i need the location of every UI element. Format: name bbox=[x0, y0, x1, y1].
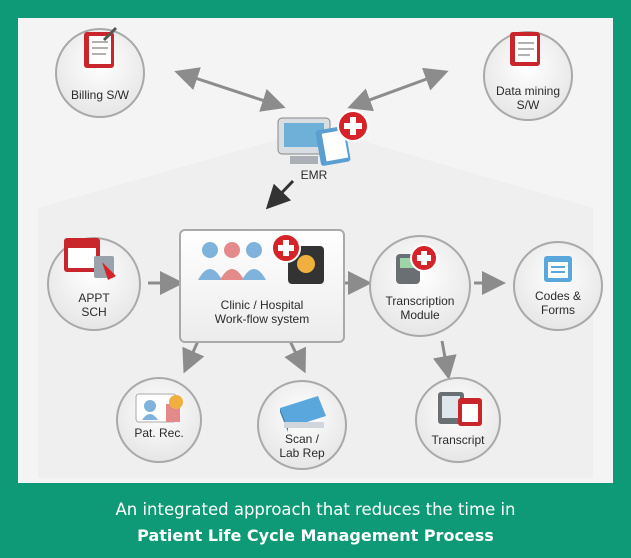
label-transcription-1: Transcription bbox=[385, 294, 455, 308]
caption-line-1: An integrated approach that reduces the … bbox=[115, 500, 516, 519]
forms-icon bbox=[544, 256, 572, 282]
label-appt-1: APPT bbox=[78, 291, 110, 305]
patient-record-icon bbox=[135, 393, 183, 423]
notebook-icon bbox=[84, 26, 118, 68]
computer-medical-icon bbox=[277, 110, 369, 166]
node-transcription bbox=[369, 235, 471, 337]
label-scan-2: Lab Rep bbox=[279, 446, 325, 460]
label-transcript: Transcript bbox=[431, 433, 485, 447]
diagram-canvas bbox=[38, 26, 603, 478]
label-transcription-2: Module bbox=[400, 308, 440, 322]
calendar-icon bbox=[64, 238, 116, 280]
label-datamining-2: S/W bbox=[516, 98, 540, 112]
people-medical-icon bbox=[198, 233, 324, 284]
arrow-clinic-scan bbox=[284, 340, 307, 374]
caption-line-2: Patient Life Cycle Management Process bbox=[137, 526, 494, 545]
label-patrec: Pat. Rec. bbox=[134, 426, 184, 440]
label-codes-1: Codes & bbox=[534, 289, 582, 303]
label-clinic-2: Work-flow system bbox=[214, 312, 310, 326]
diagram-panel: Billing S/W Data mining S/W EMR APPT SCH… bbox=[18, 18, 613, 483]
label-clinic-1: Clinic / Hospital bbox=[220, 298, 304, 312]
arrow-emr-datamining bbox=[347, 67, 449, 112]
scanner-icon bbox=[280, 396, 326, 432]
document-stack-icon bbox=[510, 32, 540, 66]
label-datamining-1: Data mining bbox=[495, 84, 561, 98]
label-billing: Billing S/W bbox=[70, 88, 130, 102]
node-billing bbox=[55, 28, 145, 118]
label-codes-2: Forms bbox=[541, 303, 575, 317]
label-emr: EMR bbox=[300, 168, 328, 182]
node-codes bbox=[513, 241, 603, 331]
label-scan-1: Scan / bbox=[284, 432, 320, 446]
arrow-emr-clinic bbox=[265, 179, 295, 210]
caption: An integrated approach that reduces the … bbox=[0, 497, 631, 549]
arrow-billing-emr bbox=[174, 67, 286, 112]
label-appt-2: SCH bbox=[81, 305, 107, 319]
transcript-icon bbox=[438, 392, 482, 426]
recorder-medical-icon bbox=[396, 244, 438, 284]
connectors bbox=[148, 67, 506, 380]
arrow-clinic-patrec bbox=[182, 340, 205, 374]
arrow-transcription-transcript bbox=[432, 340, 457, 380]
